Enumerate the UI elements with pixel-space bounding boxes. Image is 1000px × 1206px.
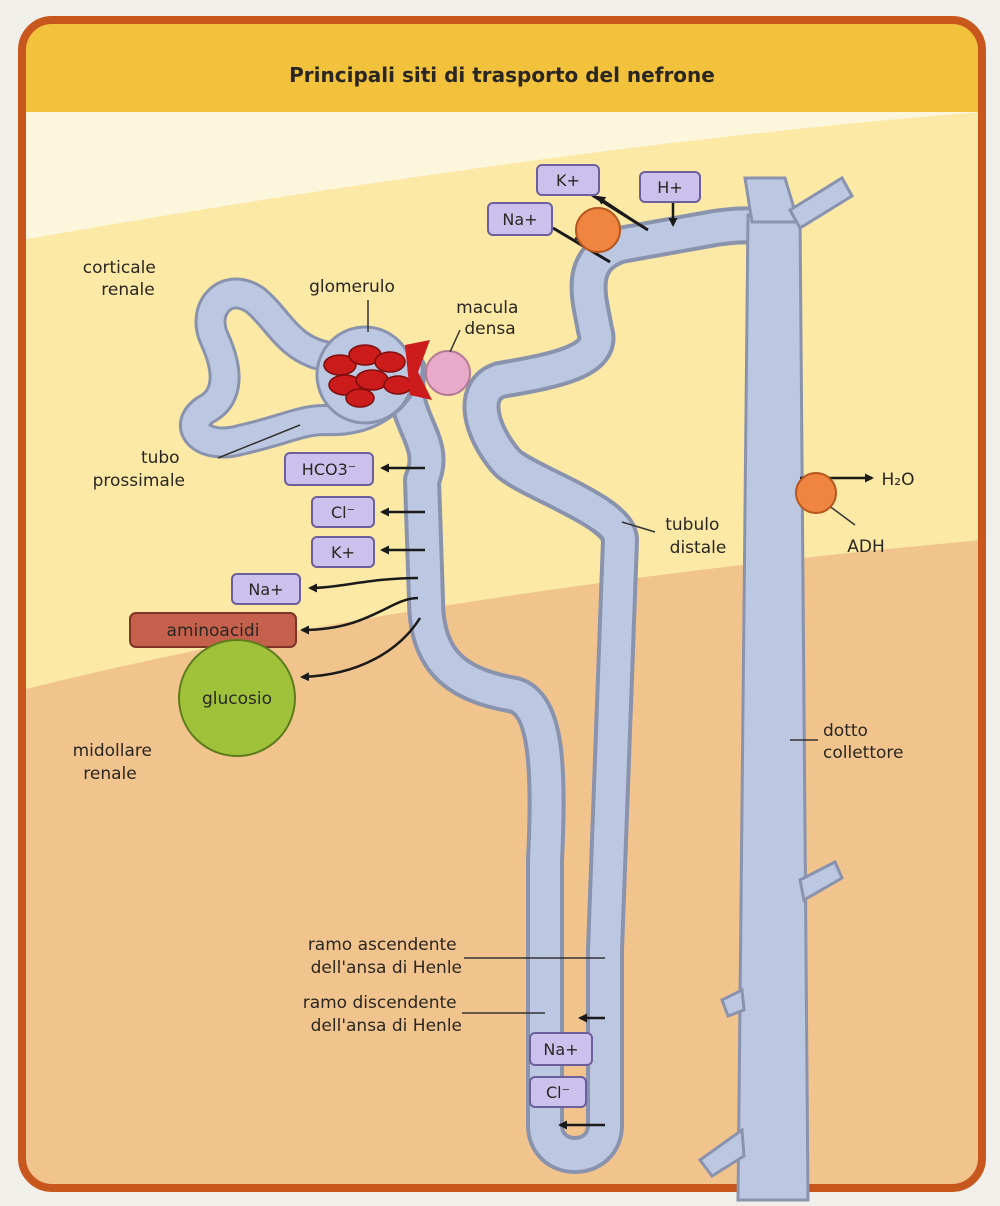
ion-chloride-loop: Cl⁻: [530, 1077, 586, 1107]
ion-hydrogen: H+: [640, 172, 700, 202]
svg-text:glucosio: glucosio: [202, 689, 272, 709]
ion-chloride: Cl⁻: [312, 497, 374, 527]
svg-text:H+: H+: [657, 178, 682, 197]
svg-text:Na+: Na+: [502, 210, 537, 229]
adh-water-channel: [796, 473, 836, 513]
svg-text:HCO3⁻: HCO3⁻: [302, 460, 356, 479]
label-water: H₂O: [882, 470, 915, 490]
svg-text:Cl⁻: Cl⁻: [331, 503, 355, 522]
ion-sodium-distal: Na+: [488, 203, 552, 235]
svg-text:K+: K+: [331, 543, 355, 562]
macula-densa: [426, 351, 470, 395]
label-adh: ADH: [847, 537, 885, 557]
ion-potassium-distal: K+: [537, 165, 599, 195]
svg-text:Na+: Na+: [248, 580, 283, 599]
svg-text:Cl⁻: Cl⁻: [546, 1083, 570, 1102]
svg-text:K+: K+: [556, 171, 580, 190]
svg-text:Na+: Na+: [543, 1040, 578, 1059]
svg-text:aminoacidi: aminoacidi: [167, 621, 260, 641]
ion-bicarbonate: HCO3⁻: [285, 453, 373, 485]
label-glomerulus: glomerulo: [309, 277, 395, 297]
amino-acids-box: aminoacidi: [130, 613, 296, 647]
distal-carrier: [576, 208, 620, 252]
diagram-title: Principali siti di trasporto del nefrone: [289, 63, 715, 87]
ion-sodium-proximal: Na+: [232, 574, 300, 604]
label-macula-densa: macula densa: [456, 298, 524, 339]
glucose-molecule: glucosio: [179, 640, 295, 756]
ion-sodium-loop: Na+: [530, 1033, 592, 1065]
ion-potassium-proximal: K+: [312, 537, 374, 567]
